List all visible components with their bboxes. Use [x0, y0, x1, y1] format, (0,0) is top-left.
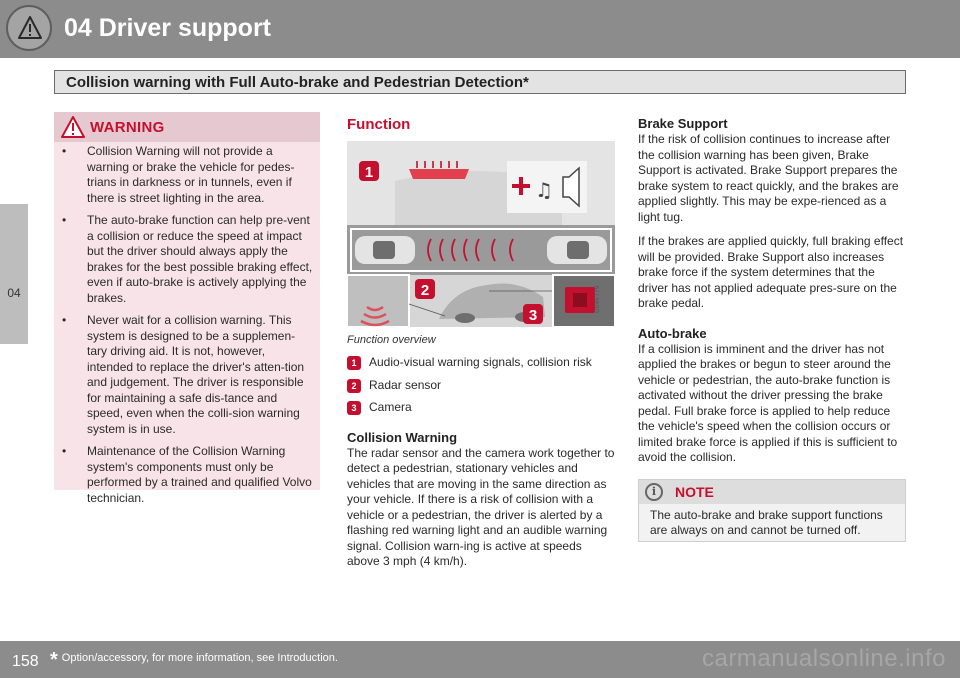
warning-item: Never wait for a collision warning. This…	[58, 313, 314, 437]
section-title-bar: Collision warning with Full Auto-brake a…	[54, 70, 906, 94]
info-icon: i	[645, 482, 663, 501]
legend-item: 3 Camera	[347, 400, 615, 416]
legend-text: Radar sensor	[369, 377, 442, 392]
warning-item: Maintenance of the Collision Warning sys…	[58, 444, 314, 506]
legend-text: Audio-visual warning signals, collision …	[369, 355, 592, 369]
brake-support-paragraph: If the risk of collision continues to in…	[638, 132, 899, 224]
note-header: i NOTE	[639, 479, 905, 504]
note-text: The auto-brake and brake support functio…	[650, 507, 883, 537]
watermark: carmanualsonline.info	[702, 645, 946, 672]
warning-item: The auto-brake function can help pre-ven…	[58, 213, 314, 306]
legend-number-badge: 1	[347, 356, 361, 370]
brake-support-heading: Brake Support	[638, 116, 728, 131]
page-number: 158	[12, 653, 39, 670]
legend-item: 2 Radar sensor	[347, 378, 615, 394]
chapter-side-tab	[0, 204, 28, 344]
function-heading: Function	[347, 116, 411, 133]
svg-text:♫: ♫	[535, 178, 553, 202]
auto-brake-heading: Auto-brake	[638, 325, 707, 341]
brake-support-paragraph: If the brakes are applied quickly, full …	[638, 234, 904, 310]
chapter-title: 04 Driver support	[64, 14, 272, 42]
legend-text: Camera	[369, 400, 412, 414]
note-label: NOTE	[675, 483, 714, 500]
figure-callout-2: 2	[421, 282, 429, 299]
brake-column: Brake Support If the risk of collision c…	[638, 116, 906, 542]
collision-warning-heading: Collision Warning	[347, 429, 458, 445]
note-box: i NOTE The auto-brake and brake support …	[638, 478, 906, 542]
auto-brake-text: If a collision is imminent and the drive…	[638, 341, 898, 465]
footnote-text: Option/accessory, for more information, …	[61, 652, 338, 664]
function-overview-figure: ♫	[346, 141, 616, 328]
warning-label: WARNING	[90, 119, 165, 136]
figure-callout-3: 3	[529, 307, 537, 324]
function-column: Function ♫	[346, 116, 616, 570]
function-overview-illustration: ♫	[346, 141, 616, 328]
figure-caption: Function overview	[347, 334, 436, 346]
footnote: *Option/accessory, for more information,…	[50, 649, 338, 672]
section-title: Collision warning with Full Auto-brake a…	[66, 74, 529, 91]
chapter-side-tab-label: 04	[7, 286, 21, 300]
legend-number-badge: 2	[347, 378, 361, 393]
warning-header: WARNING	[54, 112, 320, 142]
figure-code: G046779	[594, 285, 601, 313]
warning-item: Collision Warning will not provide a war…	[58, 144, 314, 206]
warning-box: WARNING Collision Warning will not provi…	[54, 112, 320, 505]
page-header: 04 Driver support	[0, 0, 960, 58]
warning-list: Collision Warning will not provide a war…	[58, 144, 314, 513]
legend-number-badge: 3	[347, 401, 361, 415]
warning-triangle-icon	[61, 116, 85, 138]
warning-triangle-icon	[6, 5, 52, 51]
footnote-mark: *	[50, 649, 58, 671]
legend-item: 1 Audio-visual warning signals, collisio…	[347, 355, 615, 371]
page-footer: 158 *Option/accessory, for more informat…	[0, 641, 960, 678]
figure-callout-1: 1	[365, 164, 373, 181]
collision-warning-text: The radar sensor and the camera work tog…	[347, 445, 615, 569]
